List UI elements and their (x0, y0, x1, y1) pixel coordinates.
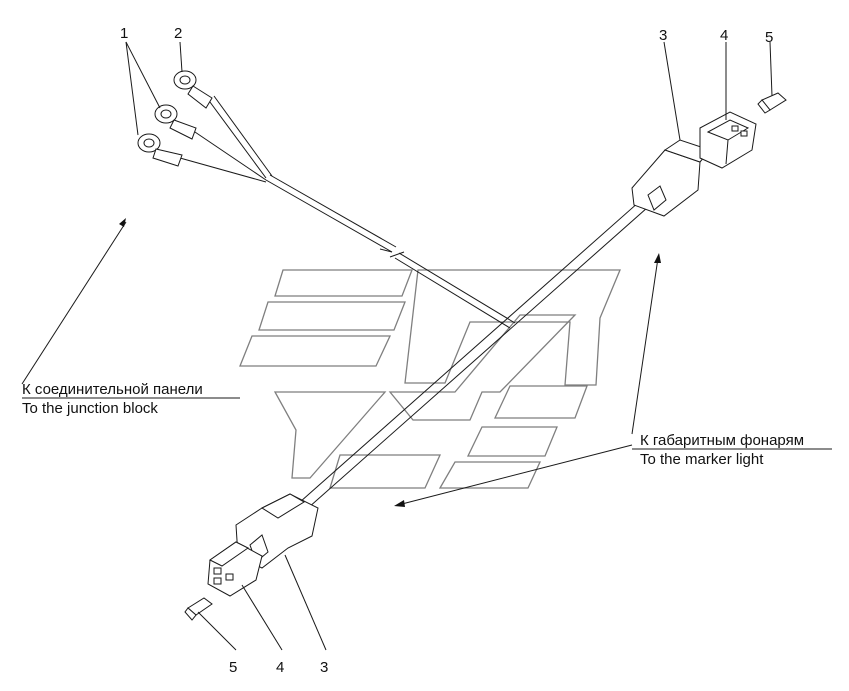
ring-terminal-bottom (137, 133, 183, 167)
junction-label-en: To the junction block (22, 400, 158, 417)
main-wire (299, 193, 657, 509)
callout-leaders (125, 41, 773, 651)
arrow-marker-up (631, 253, 661, 435)
callout-5-top: 5 (765, 29, 773, 46)
arrow-marker-left (394, 444, 633, 507)
arrow-junction (21, 218, 127, 385)
callout-5-bottom: 5 (229, 659, 237, 676)
callout-3-top: 3 (659, 27, 667, 44)
watermark-logo (239, 269, 621, 489)
branch-wire (265, 174, 516, 329)
junction-label-ru: К соединительной панели (22, 381, 203, 398)
pin-bottom (184, 597, 213, 621)
callout-3-bottom: 3 (320, 659, 328, 676)
connector-bottom (207, 541, 263, 597)
callout-2: 2 (174, 25, 182, 42)
callout-4-bottom: 4 (276, 659, 284, 676)
pin-top (757, 92, 787, 114)
ring-terminal-leads (179, 95, 273, 183)
connector-top (699, 111, 757, 169)
callout-1: 1 (120, 25, 128, 42)
marker-label-ru: К габаритным фонарям (640, 432, 804, 449)
callout-4-top: 4 (720, 27, 728, 44)
ring-terminal-middle (154, 104, 197, 140)
ring-terminal-top (173, 70, 213, 109)
marker-label-en: To the marker light (640, 451, 764, 468)
housing-top (631, 139, 711, 217)
